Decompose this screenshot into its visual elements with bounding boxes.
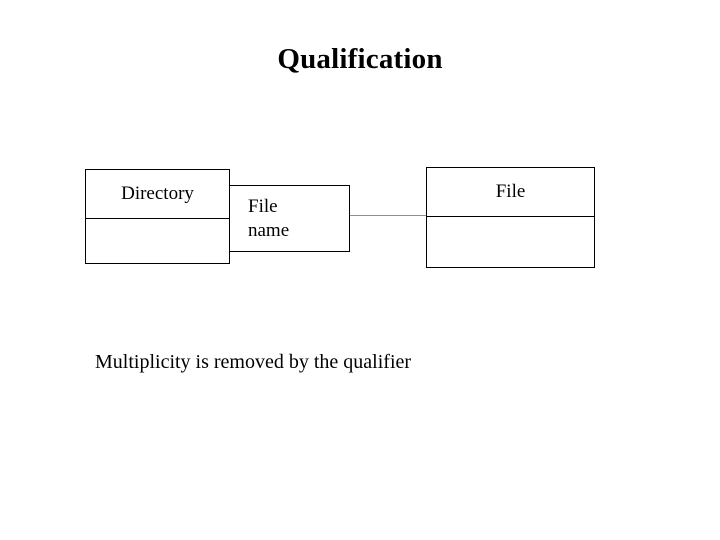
class-box-file[interactable]: File [426,167,595,268]
association-connector-line [349,215,427,216]
class-divider-file [427,216,594,217]
qualifier-box-file-name[interactable]: File name [229,185,350,252]
diagram-caption: Multiplicity is removed by the qualifier [95,351,412,373]
qualifier-label: File name [248,196,290,241]
class-name-file: File [495,181,526,202]
page-title: Qualification [277,43,443,75]
class-box-directory[interactable]: Directory [85,169,230,264]
class-divider-directory [86,218,229,219]
class-name-directory: Directory [121,183,194,204]
